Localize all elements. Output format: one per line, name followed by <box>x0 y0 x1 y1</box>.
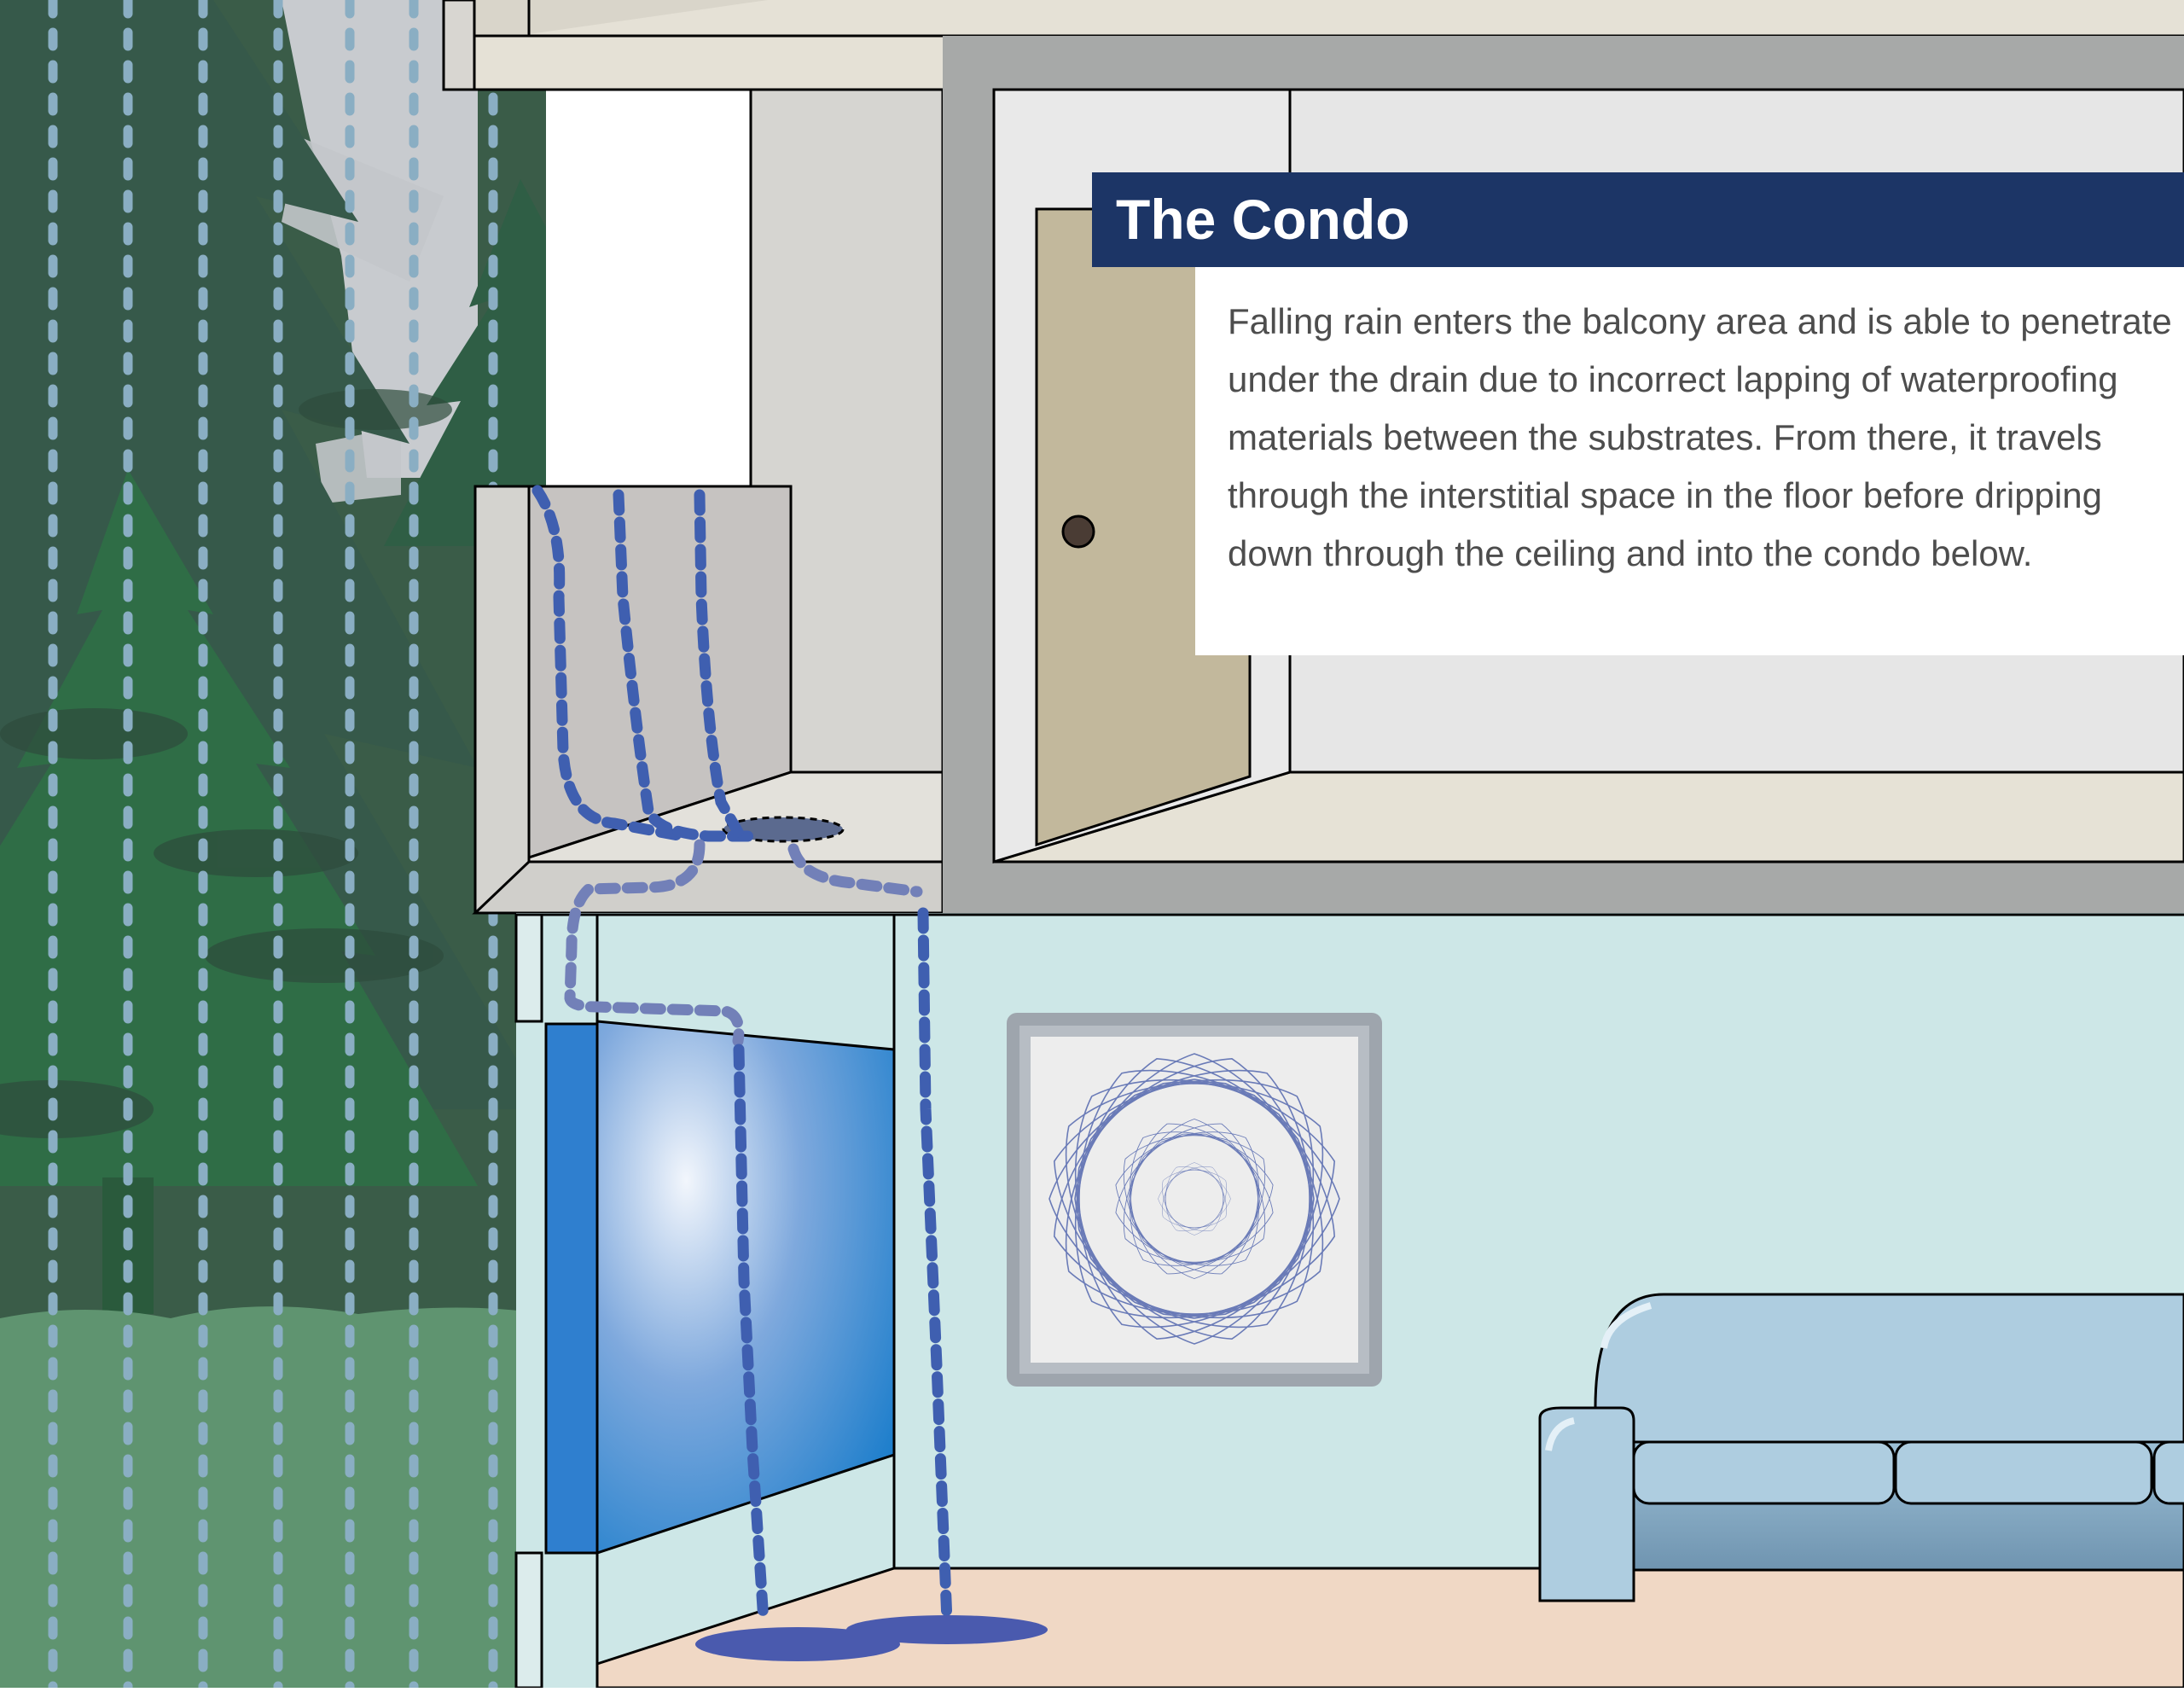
pine-tree-middle <box>384 179 546 546</box>
callout-body: Falling rain enters the balcony area and… <box>1195 267 2184 655</box>
spirograph-art-icon <box>1006 1010 1383 1387</box>
water-puddle-icon <box>846 1615 1048 1644</box>
callout-description: Falling rain enters the balcony area and… <box>1228 301 2172 573</box>
water-puddle-icon <box>695 1627 900 1661</box>
condo-room <box>514 913 2184 1689</box>
sofa-icon <box>1538 1293 2184 1602</box>
callout-title: The Condo <box>1116 188 1410 251</box>
forest-background <box>0 0 546 1688</box>
grass-ground <box>0 1306 546 1688</box>
leak-paths <box>531 485 1048 1661</box>
info-callout: The Condo Falling rain enters the balcon… <box>1092 172 2184 655</box>
callout-title-bar: The Condo <box>1092 172 2184 267</box>
drain-icon <box>722 816 845 843</box>
door-knob <box>1061 515 1095 549</box>
